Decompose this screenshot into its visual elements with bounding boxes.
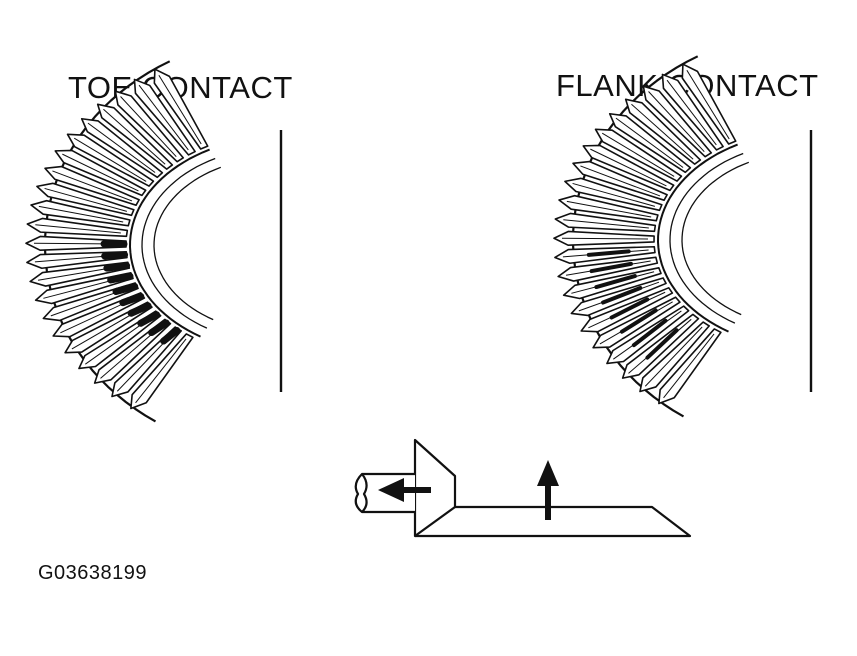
tooth-crest — [563, 219, 649, 229]
tooth-crest — [35, 224, 121, 234]
contact-mark — [112, 282, 139, 296]
gear-bore-ring — [129, 148, 210, 338]
contact-mark — [586, 249, 631, 257]
tooth-crest — [686, 70, 730, 140]
gear-tooth — [30, 199, 131, 227]
contact-mark — [589, 261, 633, 274]
tooth-crest — [135, 338, 187, 404]
tooth-crest — [580, 165, 661, 197]
gear-tooth — [558, 194, 659, 222]
gear-bore-ring — [681, 161, 750, 316]
contact-mark — [160, 327, 181, 345]
contact-mark — [148, 319, 170, 337]
tooth-crest — [590, 148, 667, 187]
contact-mark — [601, 285, 643, 305]
tooth-crest — [631, 103, 694, 160]
tooth-direction-diagram — [354, 438, 692, 538]
tooth-crest — [138, 84, 189, 151]
left-arrow-icon — [378, 478, 431, 502]
tooth-crest — [566, 200, 652, 218]
tooth-crest — [644, 326, 703, 387]
tooth-crest — [663, 333, 715, 399]
up-arrow-icon — [537, 460, 559, 520]
gear-bore-ring — [657, 143, 738, 333]
figure-id-label: G03638199 — [38, 562, 148, 584]
tooth-crest — [87, 122, 156, 173]
tooth-crest — [62, 153, 139, 192]
tooth-crest — [601, 132, 675, 177]
tooth-crest — [44, 187, 128, 212]
contact-mark — [119, 292, 145, 307]
tooth-crest — [615, 117, 684, 168]
gear-bore-ring — [669, 152, 744, 324]
tooth-base — [415, 505, 692, 538]
contact-mark — [101, 251, 129, 260]
contact-mark — [594, 274, 637, 290]
tooth-crest — [648, 91, 705, 153]
contact-mark — [609, 297, 650, 320]
tooth-crest — [572, 182, 656, 207]
tooth-crest — [158, 75, 202, 145]
contact-mark — [631, 318, 668, 348]
contact-mark — [619, 308, 658, 334]
contact-mark — [127, 302, 152, 317]
gear-bore-ring — [141, 157, 216, 329]
shaft-break — [361, 473, 368, 513]
tooth-crest — [562, 237, 649, 240]
flank-contact-gear — [553, 55, 813, 418]
tooth-crest — [38, 205, 124, 223]
tooth-crest — [73, 137, 147, 182]
tooth-crest — [120, 96, 177, 158]
gear-bore-ring — [153, 166, 222, 321]
contact-mark — [107, 272, 134, 284]
contact-mark — [103, 262, 131, 272]
tooth-crest — [52, 170, 133, 202]
contact-mark — [137, 311, 161, 327]
tooth-crest — [103, 108, 166, 165]
toe-contact-gear — [25, 60, 283, 423]
tooth-crest — [666, 79, 717, 146]
gear-tooth — [554, 212, 657, 233]
gear-tooth — [26, 217, 129, 238]
contact-mark — [645, 328, 679, 360]
